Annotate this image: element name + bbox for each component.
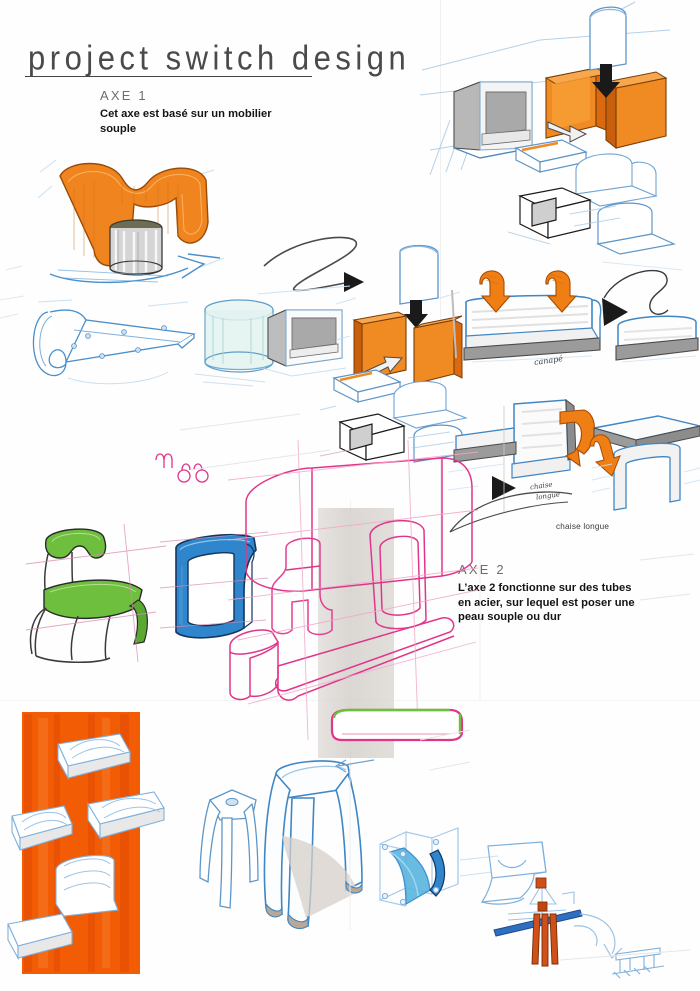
black-squiggle-arrow — [257, 232, 378, 302]
page-title: project switch design — [28, 38, 411, 78]
abstract-leg-study-sketch — [493, 877, 688, 980]
glass-cylinder-sketch — [194, 296, 286, 388]
grey-box-module-sketch — [261, 302, 348, 382]
chaise-longue-sketch — [447, 394, 598, 514]
exploded-assembly-mid — [335, 244, 466, 385]
axe2-body: L’axe 2 fonctionne sur des tubes en acie… — [458, 582, 635, 624]
rolled-mat-sketch — [28, 299, 208, 390]
blue-module-cluster — [319, 356, 468, 466]
small-blue-seat-sketch — [480, 838, 560, 908]
green-chair-sketch — [25, 523, 176, 664]
black-swoosh-line — [448, 488, 578, 540]
title-underline — [25, 76, 312, 77]
axe1-body: Cet axe est basé sur un mobilier souple — [100, 108, 272, 135]
exploded-assembly-top — [419, 0, 700, 260]
orange-panel-cushions-sketch — [7, 708, 165, 978]
orange-armchair-sketch — [37, 158, 228, 288]
sofa-canape-sketch — [451, 261, 700, 382]
blue-stool-sketch — [159, 528, 270, 648]
pink-tube-frames-sketch — [155, 439, 488, 750]
chaise-longue-caption: chaise longue — [556, 522, 610, 531]
axe2-block: AXE 2 L’axe 2 fonctionne sur des tubes e… — [458, 562, 638, 625]
axe1-heading: AXE 1 — [100, 88, 148, 103]
blue-tripod-stools-sketch — [186, 756, 376, 936]
axe1-block: AXE 1 Cet axe est basé sur un mobilier s… — [100, 88, 300, 136]
blue-sling-chair-sketch — [376, 826, 506, 946]
paper-guide-line — [440, 0, 441, 560]
bench-table-sketch — [589, 402, 700, 512]
